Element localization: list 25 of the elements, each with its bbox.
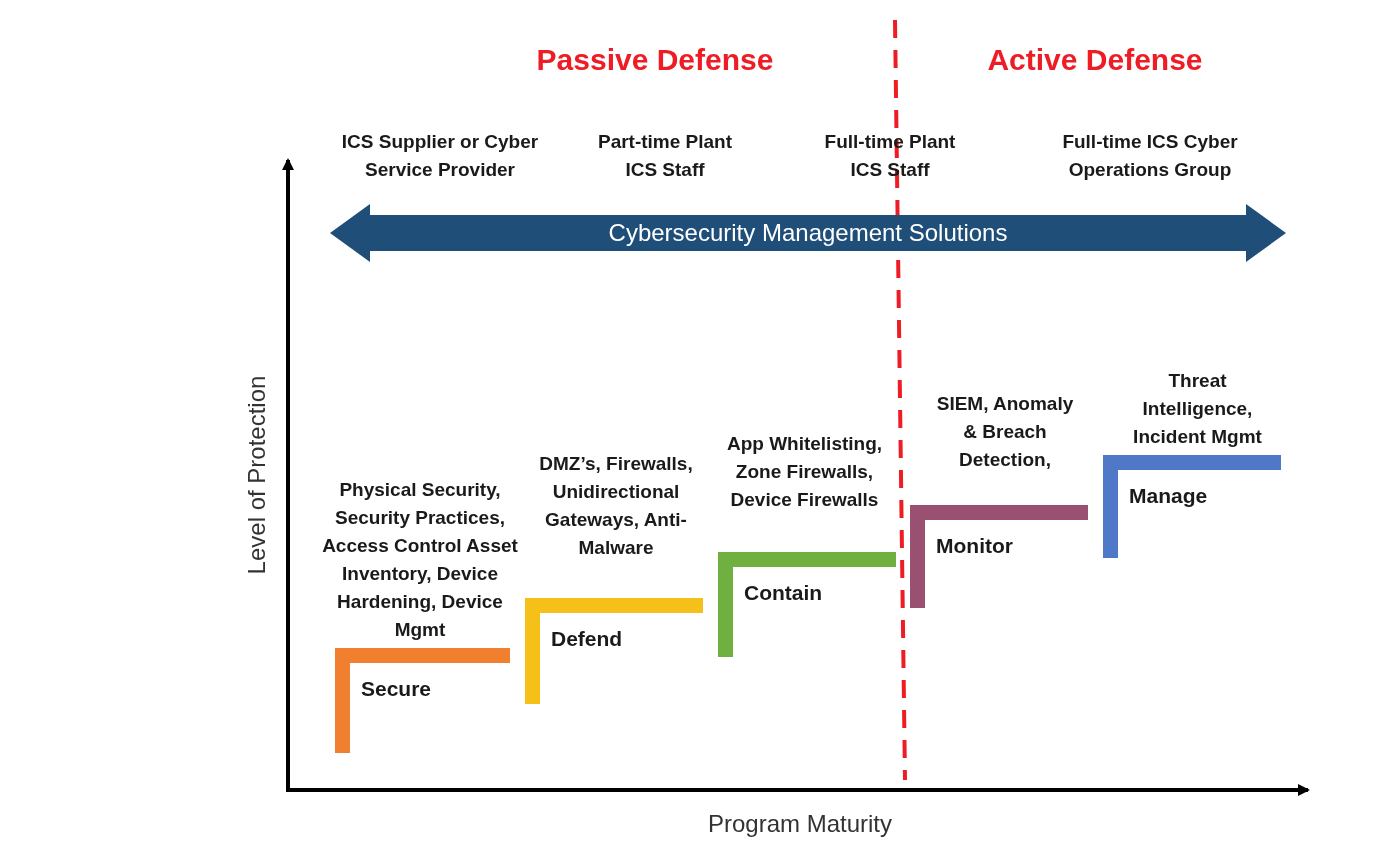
step-description: DMZ’s, Firewalls, Unidirectional Gateways, Anti-Malware bbox=[538, 452, 694, 560]
step-label: Manage bbox=[1129, 483, 1209, 509]
step-label: Defend bbox=[551, 626, 624, 652]
step-description: Physical Security, Security Practices, Access Control Asset Inventory, Device Hardening, Device Mgmt bbox=[321, 478, 519, 642]
step-description: SIEM, Anomaly & Breach Detection, bbox=[935, 392, 1075, 472]
double-arrow-band bbox=[330, 204, 1286, 262]
column-heading: Part-time Plant ICS Staff bbox=[596, 130, 734, 182]
column-heading: Full-time Plant ICS Staff bbox=[823, 130, 957, 182]
band-label: Cybersecurity Management Solutions bbox=[607, 218, 1009, 248]
heading: Active Defense bbox=[986, 42, 1204, 78]
column-heading: ICS Supplier or Cyber Service Provider bbox=[340, 130, 540, 182]
step-bracket bbox=[910, 505, 1088, 608]
step-label: Monitor bbox=[936, 533, 1014, 559]
step-label: Contain bbox=[744, 580, 824, 606]
step-bracket bbox=[525, 598, 703, 704]
step-description: App Whitelisting, Zone Firewalls, Device Firewalls bbox=[725, 432, 884, 512]
step-bracket bbox=[718, 552, 896, 657]
step-bracket bbox=[335, 648, 510, 753]
axis-title: Program Maturity bbox=[706, 809, 893, 839]
column-heading: Full-time ICS Cyber Operations Group bbox=[1061, 130, 1239, 182]
heading: Passive Defense bbox=[535, 42, 775, 78]
step-label: Secure bbox=[361, 676, 433, 702]
axis-title: Level of Protection bbox=[242, 374, 271, 577]
step-description: Threat Intelligence, Incident Mgmt bbox=[1132, 369, 1263, 449]
step-bracket bbox=[1103, 455, 1281, 558]
